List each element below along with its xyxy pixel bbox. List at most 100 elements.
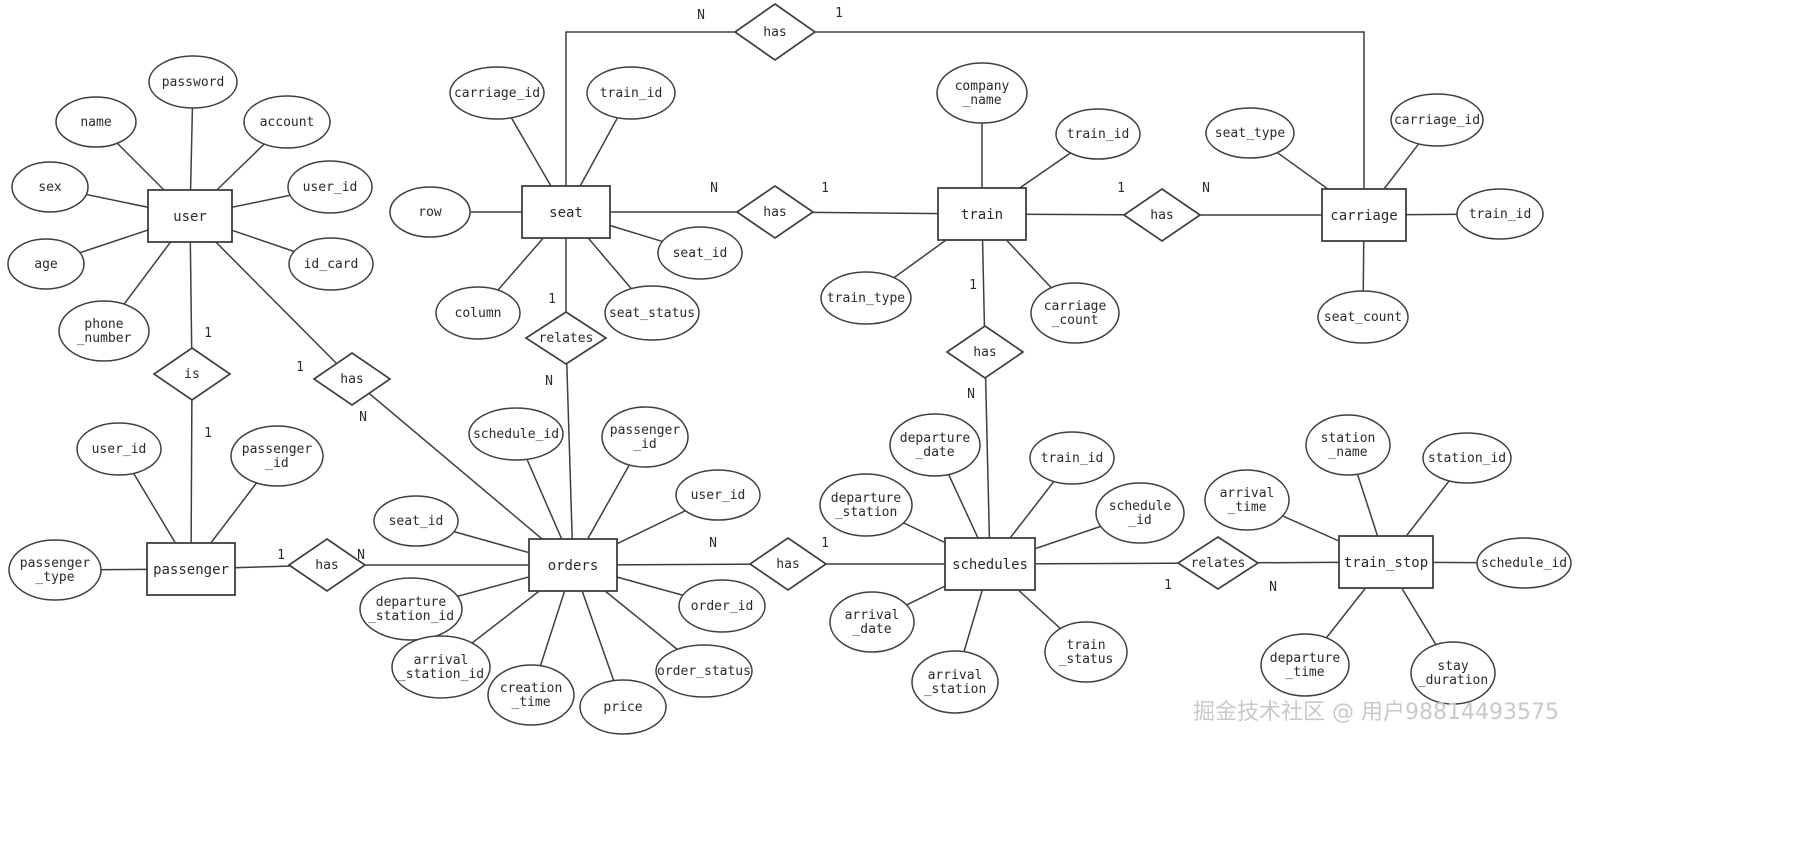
attribute-schedules-departure_date: departure_date xyxy=(889,413,981,477)
relationship-has-user-orders: has xyxy=(312,351,392,407)
relationship-label: has xyxy=(763,25,786,40)
relationship-relates-schedules-stop: relates xyxy=(1176,535,1260,591)
attribute-label: train_id xyxy=(600,86,663,101)
attribute-user-password: password xyxy=(148,55,238,109)
attribute-label: company_name xyxy=(955,79,1010,108)
attribute-label: schedule_id xyxy=(473,427,559,442)
attribute-passenger-passenger_id: passenger_id xyxy=(230,425,324,487)
attribute-label: seat_id xyxy=(389,514,444,529)
attribute-label: carriage_id xyxy=(1394,113,1480,128)
attribute-ellipse xyxy=(243,95,331,149)
attribute-ellipse xyxy=(678,579,766,633)
attribute-passenger-user_id: user_id xyxy=(76,422,162,476)
relationship-label: has xyxy=(315,558,338,573)
attribute-ellipse xyxy=(1044,621,1128,683)
relationship-diamond xyxy=(733,2,817,62)
attribute-ellipse xyxy=(655,644,753,698)
attribute-seat-seat_id: seat_id xyxy=(657,226,743,280)
attribute-orders-passenger_id: passenger_id xyxy=(601,406,689,468)
cardinality-has-orders-schedules-N: N xyxy=(709,536,717,551)
relationship-has-seat-carriage: has xyxy=(733,2,817,62)
cardinality-relates-schedules-stop-N: N xyxy=(1269,580,1277,595)
attribute-label: departure_station_id xyxy=(368,595,454,624)
cardinality-relates-seat-orders-1: 1 xyxy=(548,292,556,307)
attribute-label: arrival_date xyxy=(845,608,900,637)
entity-label: train xyxy=(961,207,1003,223)
entity-label: carriage xyxy=(1330,208,1397,224)
relationship-edge xyxy=(351,378,574,566)
attribute-train_stop-stay_duration: stay_duration xyxy=(1410,641,1496,705)
attribute-ellipse xyxy=(373,495,459,547)
attribute-user-phone_number: phone_number xyxy=(58,300,150,362)
cardinality-relates-schedules-stop-1: 1 xyxy=(1164,578,1172,593)
attribute-seat-seat_status: seat_status xyxy=(604,285,700,341)
attribute-label: order_status xyxy=(657,664,751,679)
relationship-label: has xyxy=(1150,208,1173,223)
relationship-diamond xyxy=(287,537,367,593)
attribute-label: departure_time xyxy=(1270,651,1341,680)
entity-box xyxy=(146,542,236,596)
attribute-carriage-seat_count: seat_count xyxy=(1317,290,1409,344)
relationship-has-seat-train: has xyxy=(735,184,815,240)
entity-label: orders xyxy=(548,558,599,574)
relationship-label: is xyxy=(184,367,200,382)
relationship-edge xyxy=(190,373,193,570)
relationship-edge xyxy=(565,31,775,212)
attribute-label: seat_type xyxy=(1215,126,1286,141)
attribute-ellipse xyxy=(391,635,491,699)
attribute-ellipse xyxy=(389,186,471,238)
attribute-train_stop-schedule_id: schedule_id xyxy=(1476,537,1572,589)
attribute-orders-creation_time: creation_time xyxy=(487,664,575,726)
attribute-ellipse xyxy=(230,425,324,487)
cardinality-has-train-carriage-N: N xyxy=(1202,181,1210,196)
attribute-ellipse xyxy=(657,226,743,280)
cardinality-has-train-carriage-1: 1 xyxy=(1117,181,1125,196)
attribute-label: creation_time xyxy=(500,681,563,710)
entity-label: train_stop xyxy=(1344,555,1428,571)
attribute-ellipse xyxy=(1029,431,1115,485)
attribute-label: train_id xyxy=(1469,207,1532,222)
relationship-label: has xyxy=(973,345,996,360)
attribute-ellipse xyxy=(1456,188,1544,240)
attribute-seat-carriage_id: carriage_id xyxy=(449,66,545,120)
cardinality-is-user-passenger-1: 1 xyxy=(204,426,212,441)
attribute-ellipse xyxy=(1390,93,1484,147)
attribute-ellipse xyxy=(1260,633,1350,697)
relationship-diamond xyxy=(524,310,608,366)
attribute-ellipse xyxy=(1476,537,1572,589)
entity-label: schedules xyxy=(952,557,1028,573)
attribute-label: departure_date xyxy=(900,431,971,460)
attribute-label: column xyxy=(455,306,502,321)
cardinality-has-seat-carriage-1: 1 xyxy=(835,6,843,21)
entity-user: user xyxy=(147,189,233,243)
attribute-ellipse xyxy=(911,650,999,714)
attribute-ellipse xyxy=(148,55,238,109)
attribute-ellipse xyxy=(819,473,913,537)
entity-label: passenger xyxy=(153,562,229,578)
attribute-ellipse xyxy=(76,422,162,476)
cardinality-has-seat-train-1: 1 xyxy=(821,181,829,196)
attribute-carriage-carriage_id: carriage_id xyxy=(1390,93,1484,147)
attribute-train_stop-arrival_time: arrival_time xyxy=(1204,469,1290,531)
attribute-ellipse xyxy=(1095,482,1185,544)
cardinality-has-passenger-orders-N: N xyxy=(357,548,365,563)
attribute-schedules-train_status: train_status xyxy=(1044,621,1128,683)
attribute-orders-seat_id: seat_id xyxy=(373,495,459,547)
attribute-label: id_card xyxy=(304,257,359,272)
attribute-label: passenger_type xyxy=(20,556,91,585)
attribute-label: station_name xyxy=(1321,431,1376,460)
attribute-train-train_type: train_type xyxy=(820,271,912,325)
attribute-ellipse xyxy=(8,539,102,601)
attribute-passenger-passenger_type: passenger_type xyxy=(8,539,102,601)
entity-schedules: schedules xyxy=(944,537,1036,591)
attribute-orders-order_id: order_id xyxy=(678,579,766,633)
cardinality-has-train-schedules-1: 1 xyxy=(969,278,977,293)
attribute-ellipse xyxy=(601,406,689,468)
attribute-label: passenger_id xyxy=(242,442,313,471)
relationship-diamond xyxy=(1176,535,1260,591)
entity-train_stop: train_stop xyxy=(1338,535,1434,589)
cardinality-has-orders-schedules-1: 1 xyxy=(821,536,829,551)
attribute-ellipse xyxy=(1030,282,1120,344)
entity-box xyxy=(528,538,618,592)
